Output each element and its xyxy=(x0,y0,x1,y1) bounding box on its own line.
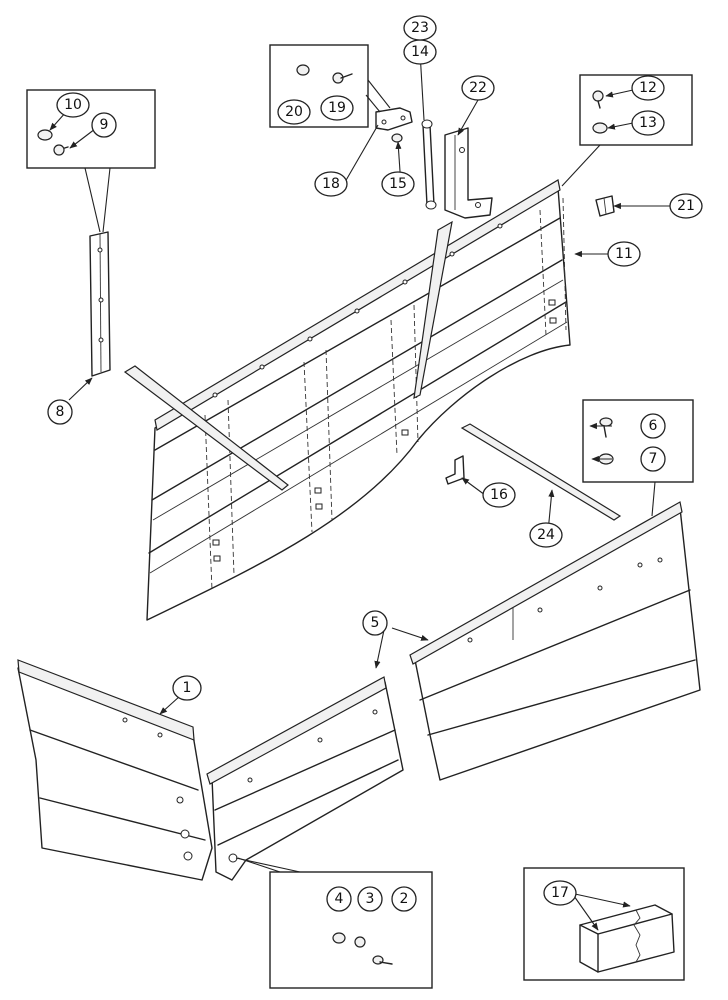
svg-text:15: 15 xyxy=(389,176,407,192)
bracket-16 xyxy=(445,455,465,485)
callout-22: 22 xyxy=(461,75,495,101)
svg-text:24: 24 xyxy=(537,527,555,543)
callout-10: 10 xyxy=(56,92,90,118)
callout-24: 24 xyxy=(529,522,563,548)
callout-5: 5 xyxy=(362,610,388,636)
leader-lines xyxy=(49,51,676,931)
callout-1: 1 xyxy=(172,675,202,701)
gas-strut xyxy=(413,119,453,400)
svg-text:10: 10 xyxy=(64,97,82,113)
inset-box-12-13 xyxy=(561,74,693,187)
svg-text:8: 8 xyxy=(56,404,65,420)
callout-17: 17 xyxy=(543,880,577,906)
callout-20: 20 xyxy=(277,99,311,125)
callout-3: 3 xyxy=(357,886,383,912)
svg-text:7: 7 xyxy=(649,451,658,467)
inset-box-17 xyxy=(523,867,685,981)
callout-6: 6 xyxy=(640,413,666,439)
svg-text:18: 18 xyxy=(322,176,340,192)
inset-box-9-10 xyxy=(26,89,156,233)
left-lower-panel xyxy=(17,659,213,881)
bracket-22 xyxy=(444,127,493,219)
bar-24 xyxy=(460,423,622,521)
callout-14: 14 xyxy=(403,39,437,65)
callout-19: 19 xyxy=(320,95,354,121)
brace-8 xyxy=(89,231,111,377)
callout-21: 21 xyxy=(669,193,703,219)
svg-text:1: 1 xyxy=(183,680,192,696)
callout-11: 11 xyxy=(607,241,641,267)
svg-text:3: 3 xyxy=(366,891,375,907)
svg-text:21: 21 xyxy=(677,198,695,214)
middle-lower-panel xyxy=(206,676,404,881)
callout-8: 8 xyxy=(47,399,73,425)
main-panel xyxy=(146,179,571,621)
callout-13: 13 xyxy=(631,110,665,136)
svg-text:5: 5 xyxy=(371,615,380,631)
svg-text:23: 23 xyxy=(411,20,429,36)
callout-4: 4 xyxy=(326,886,352,912)
svg-text:13: 13 xyxy=(639,115,657,131)
inset-box-6-7 xyxy=(582,399,694,517)
svg-text:20: 20 xyxy=(285,104,303,120)
svg-text:17: 17 xyxy=(551,885,569,901)
svg-text:16: 16 xyxy=(490,487,508,503)
bracket-18 xyxy=(375,107,413,143)
callout-12: 12 xyxy=(631,75,665,101)
svg-text:11: 11 xyxy=(615,246,633,262)
svg-text:22: 22 xyxy=(469,80,487,96)
callout-15: 15 xyxy=(381,171,415,197)
inset-box-19-20 xyxy=(269,44,391,128)
callout-7: 7 xyxy=(640,446,666,472)
svg-text:12: 12 xyxy=(639,80,657,96)
callout-16: 16 xyxy=(482,482,516,508)
callout-2: 2 xyxy=(391,886,417,912)
callout-23: 23 xyxy=(403,15,437,41)
svg-text:2: 2 xyxy=(400,891,409,907)
svg-text:14: 14 xyxy=(411,44,429,60)
callout-9: 9 xyxy=(91,112,117,138)
bracket-21 xyxy=(595,195,615,217)
svg-text:6: 6 xyxy=(649,418,658,434)
svg-text:4: 4 xyxy=(335,891,344,907)
right-lower-panel xyxy=(409,501,701,781)
svg-text:19: 19 xyxy=(328,100,346,116)
inset-box-2-3-4 xyxy=(235,857,433,989)
callout-18: 18 xyxy=(314,171,348,197)
angle-strip xyxy=(123,365,289,491)
svg-text:9: 9 xyxy=(100,117,109,133)
